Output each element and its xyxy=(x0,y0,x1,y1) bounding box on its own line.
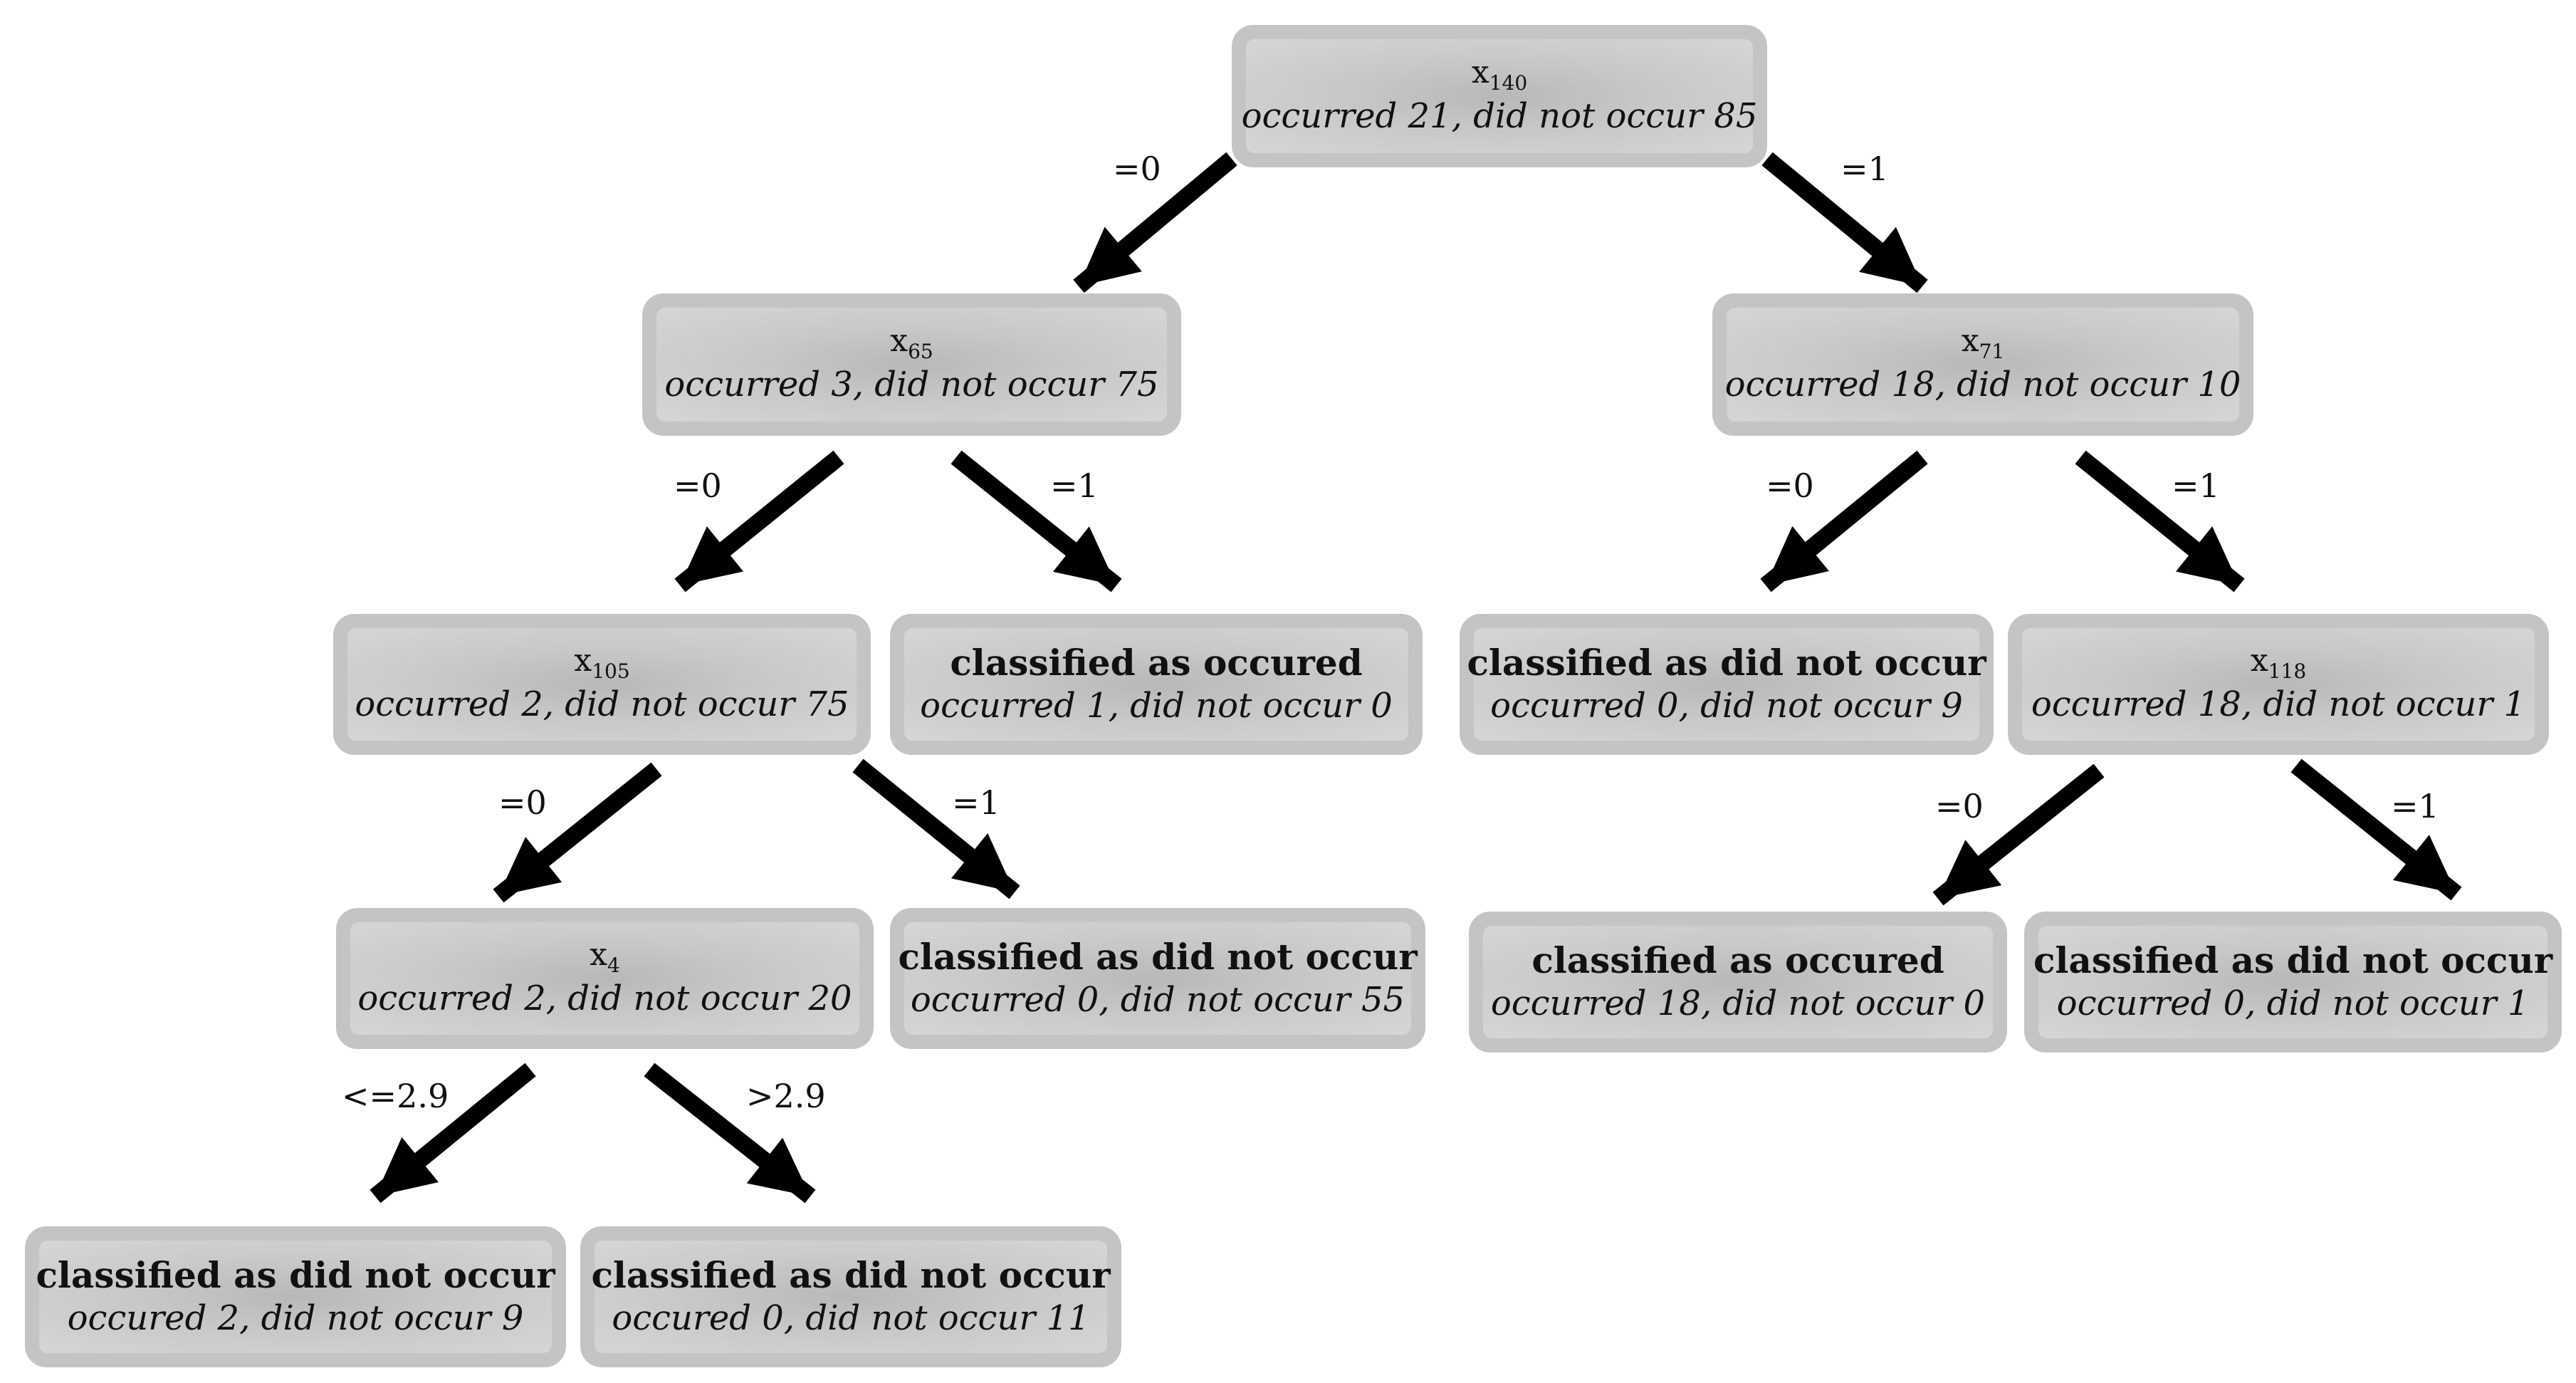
node-x140: x140 occurred 21, did not occur 85 xyxy=(1232,25,1767,167)
edge-label-n105-n4: =0 xyxy=(498,783,547,822)
node-counts: occured 0, did not occur 11 xyxy=(612,1298,1090,1338)
leaf-label: classified as did not occur xyxy=(898,936,1418,978)
node-counts: occurred 18, did not occur 10 xyxy=(1724,364,2241,405)
edge-label-n65-n105: =0 xyxy=(674,466,722,505)
node-x65: x65 occurred 3, did not occur 75 xyxy=(642,293,1181,436)
edge-n4-leafF xyxy=(370,1063,536,1204)
leaf-label: classified as did not occur xyxy=(36,1254,555,1296)
leaf-classified-occured: classified as occured occurred 18, did n… xyxy=(1469,912,2007,1053)
leaf-label: classified as did not occur xyxy=(591,1254,1111,1296)
edge-label-n71-leafB: =0 xyxy=(1766,466,1814,505)
node-counts: occurred 2, did not occur 20 xyxy=(357,978,852,1018)
edge-n105-n4 xyxy=(493,762,662,903)
edge-label-n65-leafA: =1 xyxy=(1050,466,1099,505)
edge-root-n71 xyxy=(1761,152,1928,293)
node-counts: occurred 0, did not occur 55 xyxy=(910,980,1405,1020)
node-x71: x71 occurred 18, did not occur 10 xyxy=(1712,293,2253,436)
edge-n105-leafC xyxy=(852,758,1020,899)
node-x105: x105 occurred 2, did not occur 75 xyxy=(333,614,871,755)
node-counts: occurred 1, did not occur 0 xyxy=(920,686,1393,726)
edge-label-n4-leafG: >2.9 xyxy=(746,1077,826,1115)
node-counts: occurred 18, did not occur 0 xyxy=(1490,983,1986,1023)
node-variable: x105 xyxy=(574,642,630,683)
node-counts: occurred 18, did not occur 1 xyxy=(2031,684,2526,724)
node-x4: x4 occurred 2, did not occur 20 xyxy=(336,908,874,1049)
leaf-label: classified as did not occur xyxy=(2033,939,2553,981)
leaf-label: classified as occured xyxy=(1532,939,1944,981)
node-counts: occurred 0, did not occur 1 xyxy=(2056,983,2530,1023)
node-counts: occured 2, did not occur 9 xyxy=(67,1298,524,1338)
edge-n118-leafD xyxy=(1932,763,2105,906)
edge-n4-leafG xyxy=(644,1063,816,1204)
node-x118: x118 occurred 18, did not occur 1 xyxy=(2008,614,2549,755)
node-variable: x4 xyxy=(590,936,620,977)
edge-label-n118-leafE: =1 xyxy=(2391,787,2439,825)
leaf-label: classified as did not occur xyxy=(1467,642,1986,684)
edge-label-root-n71: =1 xyxy=(1841,150,1889,188)
edge-label-n4-leafF: <=2.9 xyxy=(342,1077,449,1115)
leaf-label: classified as occured xyxy=(950,642,1363,684)
edge-n65-n105 xyxy=(674,450,844,593)
edge-label-n105-leafC: =1 xyxy=(952,783,1000,822)
node-variable: x118 xyxy=(2250,642,2307,683)
leaf-classified-did-not-occur: classified as did not occur occurred 0, … xyxy=(1460,614,1994,755)
node-variable: x65 xyxy=(890,323,933,363)
edge-n71-n118 xyxy=(2075,450,2245,593)
leaf-classified-did-not-occur: classified as did not occur occured 0, d… xyxy=(580,1226,1121,1367)
edge-label-root-n65: =0 xyxy=(1113,150,1161,188)
node-counts: occurred 0, did not occur 9 xyxy=(1490,686,1963,726)
node-counts: occurred 21, did not occur 85 xyxy=(1241,95,1758,136)
node-variable: x140 xyxy=(1471,54,1528,95)
edge-root-n65 xyxy=(1073,152,1237,293)
leaf-classified-did-not-occur: classified as did not occur occurred 0, … xyxy=(2024,912,2562,1053)
node-variable: x71 xyxy=(1961,323,2005,363)
leaf-classified-did-not-occur: classified as did not occur occured 2, d… xyxy=(25,1226,566,1367)
edge-n118-leafE xyxy=(2290,758,2462,901)
edge-label-n71-n118: =1 xyxy=(2172,466,2220,505)
leaf-classified-occured: classified as occured occurred 1, did no… xyxy=(890,614,1423,755)
leaf-classified-did-not-occur: classified as did not occur occurred 0, … xyxy=(890,908,1425,1049)
edge-n71-leafB xyxy=(1760,450,1928,593)
edge-n65-leafA xyxy=(951,450,1122,593)
node-counts: occurred 3, did not occur 75 xyxy=(664,364,1159,405)
node-counts: occurred 2, did not occur 75 xyxy=(355,684,849,724)
edge-label-n118-leafD: =0 xyxy=(1935,787,1984,825)
